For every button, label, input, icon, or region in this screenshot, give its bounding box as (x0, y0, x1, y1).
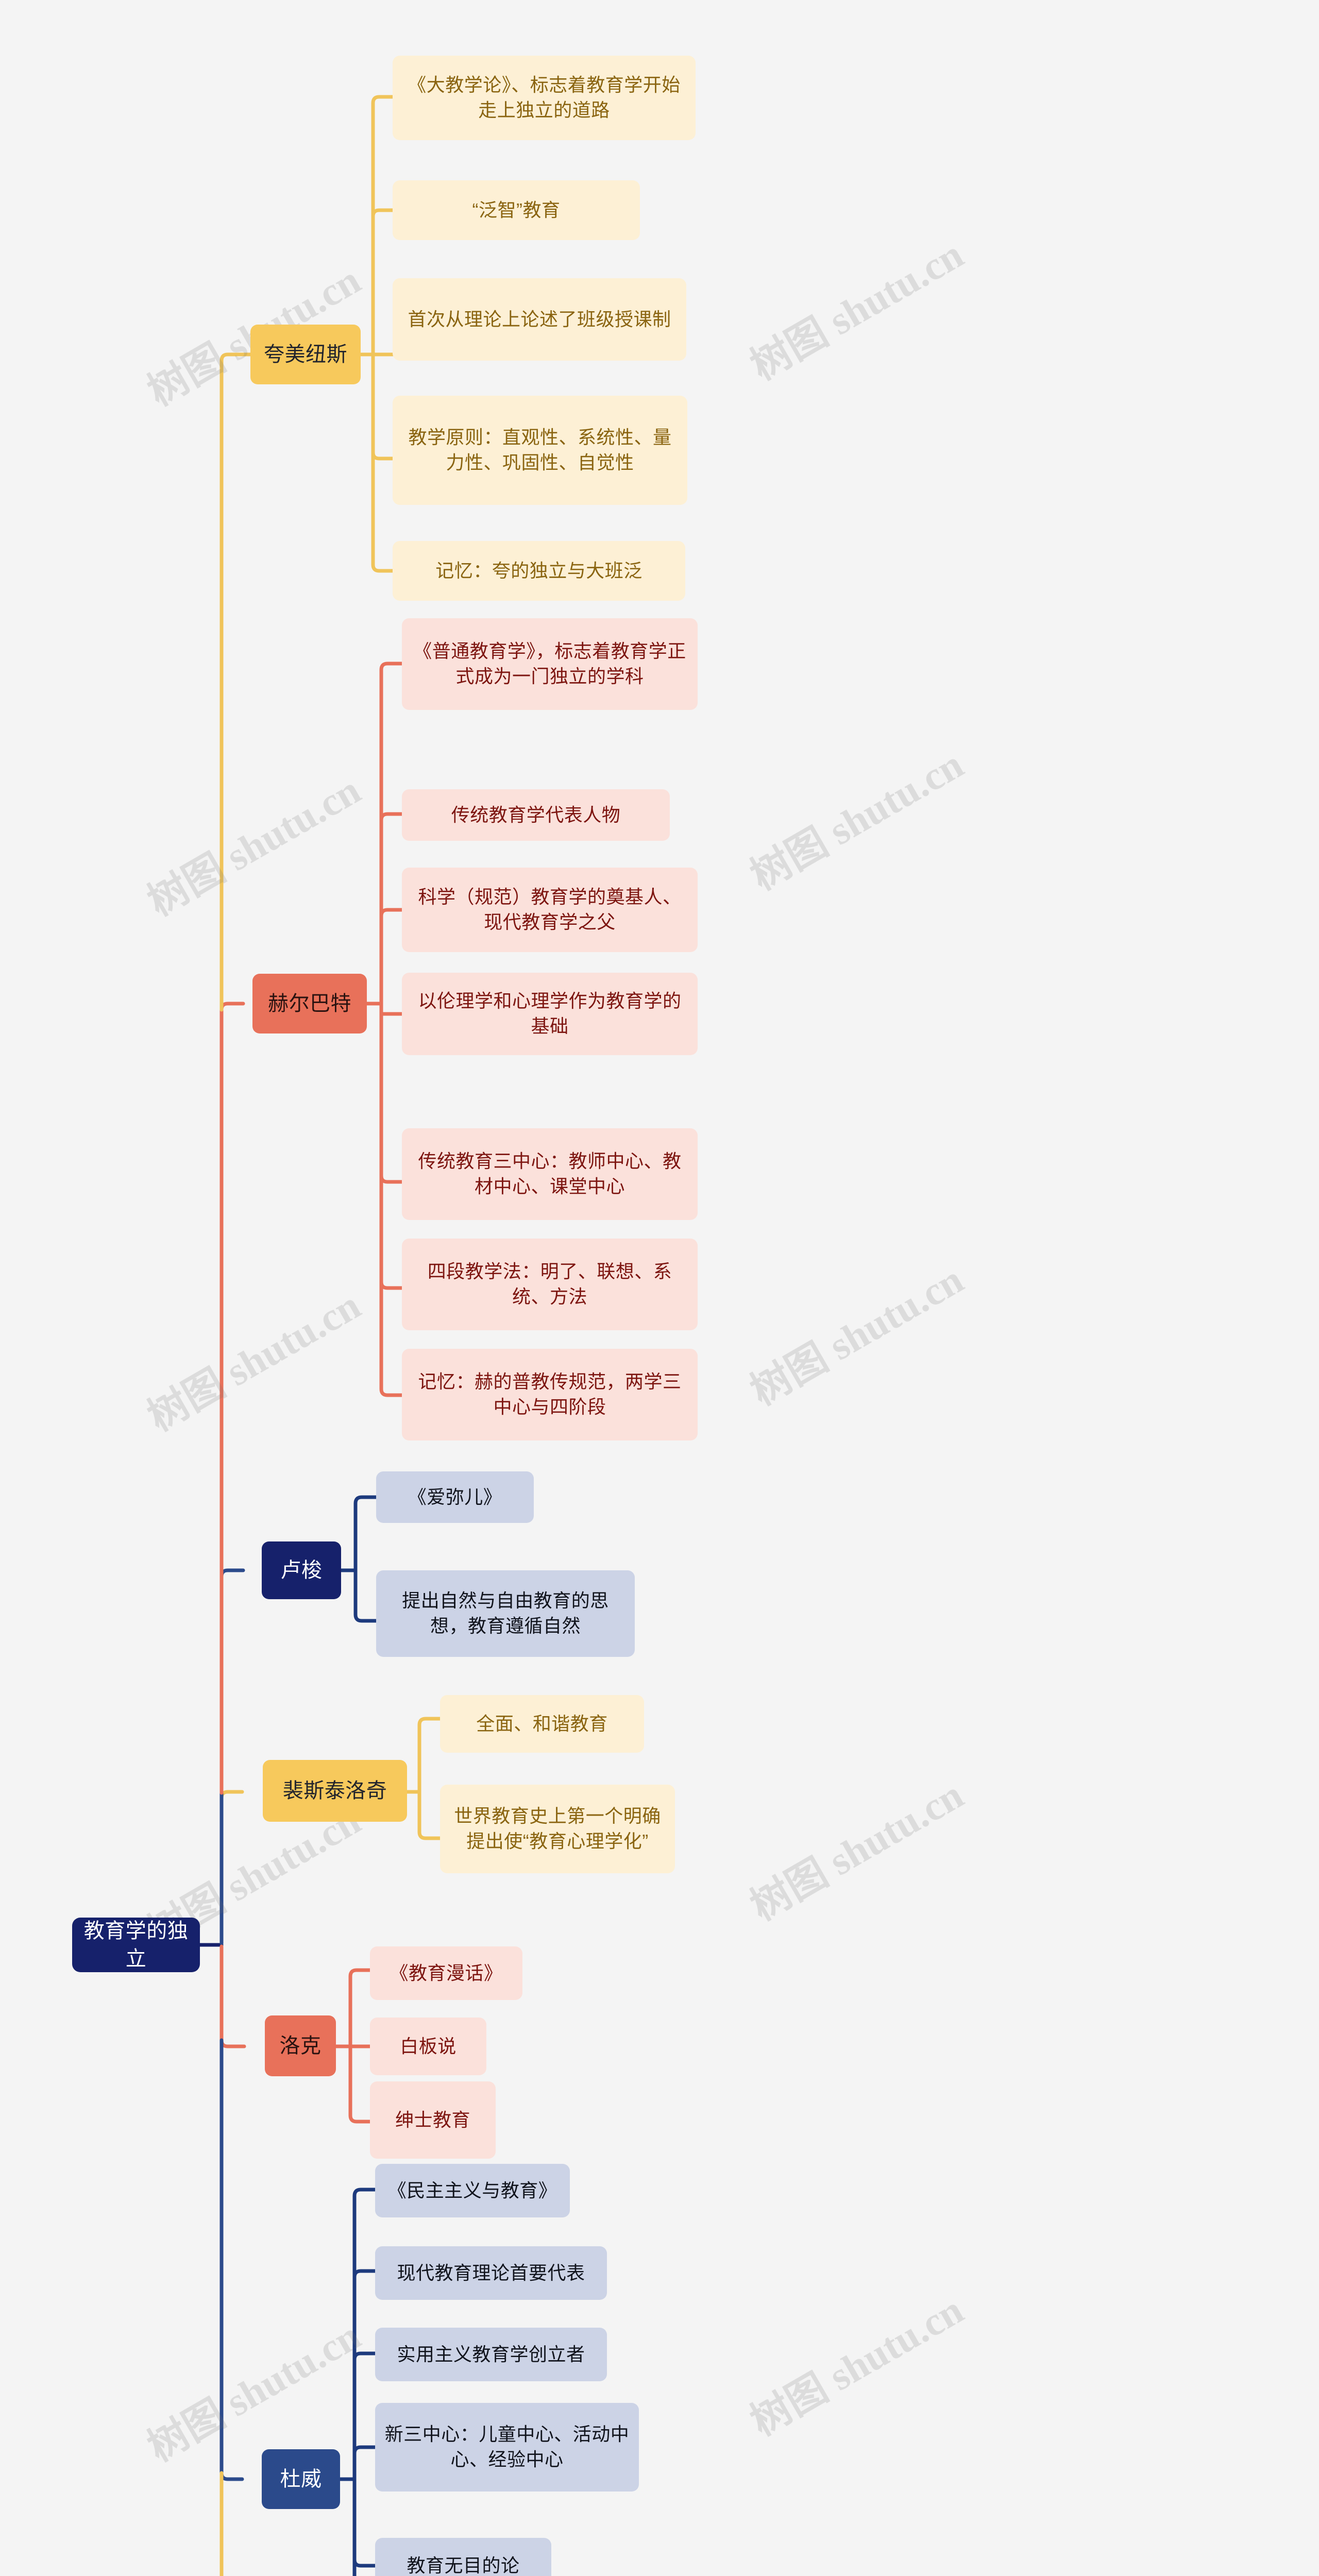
leaf-label: 《爱弥儿》 (408, 1486, 502, 1507)
leaf-label: 传统教育三中心：教师中心、教材中心、课堂中心 (418, 1150, 682, 1197)
leaf-label: 新三中心：儿童中心、活动中心、经验中心 (384, 2424, 630, 2470)
leaf-card[interactable]: 首次从理论上论述了班级授课制 (393, 278, 686, 361)
leaf-label: 《大教学论》、标志着教育学开始走上独立的道路 (408, 74, 681, 121)
leaf-card[interactable]: 《普通教育学》，标志着教育学正式成为一门独立的学科 (402, 618, 698, 710)
leaf-card[interactable]: 现代教育理论首要代表 (375, 2246, 607, 2300)
branch-luoke[interactable]: 洛克 (265, 2015, 336, 2076)
watermark: 树图 shutu.cn (743, 741, 971, 899)
leaf-card[interactable]: 记忆：夸的独立与大班泛 (393, 541, 685, 601)
leaf-card[interactable]: 白板说 (370, 2018, 486, 2075)
leaf-label: 实用主义教育学创立者 (397, 2343, 585, 2365)
leaf-card[interactable]: 绅士教育 (370, 2081, 496, 2159)
leaf-label: 现代教育理论首要代表 (397, 2262, 585, 2283)
leaf-label: 全面、和谐教育 (476, 1713, 608, 1734)
watermark: 树图 shutu.cn (743, 231, 971, 389)
leaf-card[interactable]: 《教育漫话》 (370, 1946, 522, 2000)
leaf-label: 《普通教育学》，标志着教育学正式成为一门独立的学科 (413, 640, 686, 687)
branch-label: 夸美纽斯 (264, 343, 347, 366)
branch-label: 裴斯泰洛奇 (282, 1780, 387, 1802)
leaf-label: 绅士教育 (395, 2109, 470, 2130)
leaf-label: 传统教育学代表人物 (451, 804, 621, 825)
leaf-card[interactable]: 四段教学法：明了、联想、系统、方法 (402, 1239, 698, 1330)
watermark: 树图 shutu.cn (743, 2287, 971, 2445)
root-node[interactable]: 教育学的独立 (72, 1918, 200, 1972)
leaf-label: 记忆：赫的普教传规范，两学三中心与四阶段 (418, 1371, 682, 1417)
leaf-label: 以伦理学和心理学作为教育学的基础 (418, 990, 682, 1037)
leaf-card[interactable]: 全面、和谐教育 (440, 1695, 644, 1753)
leaf-card[interactable]: 教学原则：直观性、系统性、量力性、巩固性、自觉性 (393, 396, 687, 505)
branch-peisitailuoqi[interactable]: 裴斯泰洛奇 (263, 1760, 407, 1822)
leaf-label: 世界教育史上第一个明确提出使“教育心理学化” (454, 1805, 661, 1852)
leaf-card[interactable]: 科学（规范）教育学的奠基人、现代教育学之父 (402, 868, 698, 952)
leaf-card[interactable]: 《民主主义与教育》 (375, 2164, 570, 2217)
leaf-label: 教育无目的论 (407, 2554, 520, 2576)
leaf-card[interactable]: 记忆：赫的普教传规范，两学三中心与四阶段 (402, 1349, 698, 1440)
leaf-label: 《民主主义与教育》 (387, 2179, 557, 2201)
branch-duwei[interactable]: 杜威 (262, 2449, 340, 2509)
root-label: 教育学的独立 (83, 1920, 189, 1970)
leaf-label: 白板说 (400, 2035, 456, 2057)
leaf-card[interactable]: 传统教育学代表人物 (402, 789, 670, 841)
leaf-card[interactable]: 世界教育史上第一个明确提出使“教育心理学化” (440, 1785, 675, 1873)
branch-lusuo[interactable]: 卢梭 (262, 1541, 341, 1599)
leaf-card[interactable]: 新三中心：儿童中心、活动中心、经验中心 (375, 2403, 639, 2492)
branch-label: 赫尔巴特 (268, 992, 351, 1015)
watermark: 树图 shutu.cn (140, 1282, 368, 1440)
leaf-label: “泛智”教育 (472, 199, 561, 221)
branch-label: 洛克 (279, 2035, 322, 2057)
leaf-label: 四段教学法：明了、联想、系统、方法 (427, 1261, 672, 1307)
leaf-card[interactable]: 教育无目的论 (375, 2538, 551, 2576)
leaf-label: 首次从理论上论述了班级授课制 (408, 308, 671, 330)
leaf-label: 记忆：夸的独立与大班泛 (435, 560, 642, 581)
leaf-card[interactable]: 《大教学论》、标志着教育学开始走上独立的道路 (393, 56, 696, 140)
branch-label: 卢梭 (280, 1559, 323, 1582)
branch-heerbate[interactable]: 赫尔巴特 (252, 974, 367, 1033)
leaf-card[interactable]: 以伦理学和心理学作为教育学的基础 (402, 973, 698, 1055)
watermark: 树图 shutu.cn (743, 1772, 971, 1929)
leaf-card[interactable]: 传统教育三中心：教师中心、教材中心、课堂中心 (402, 1128, 698, 1220)
leaf-card[interactable]: 《爱弥儿》 (376, 1471, 534, 1523)
leaf-label: 《教育漫话》 (390, 1962, 503, 1984)
leaf-label: 科学（规范）教育学的奠基人、现代教育学之父 (418, 886, 682, 933)
branch-label: 杜威 (280, 2468, 322, 2490)
watermark: 树图 shutu.cn (743, 1257, 971, 1414)
leaf-label: 提出自然与自由教育的思想，教育遵循自然 (402, 1590, 609, 1636)
leaf-card[interactable]: 实用主义教育学创立者 (375, 2328, 607, 2381)
leaf-card[interactable]: 提出自然与自由教育的思想，教育遵循自然 (376, 1570, 635, 1657)
leaf-card[interactable]: “泛智”教育 (393, 180, 640, 240)
watermark: 树图 shutu.cn (140, 2313, 368, 2470)
branch-kuameiniusi[interactable]: 夸美纽斯 (250, 325, 361, 384)
leaf-label: 教学原则：直观性、系统性、量力性、巩固性、自觉性 (408, 427, 672, 473)
watermark: 树图 shutu.cn (140, 767, 368, 925)
